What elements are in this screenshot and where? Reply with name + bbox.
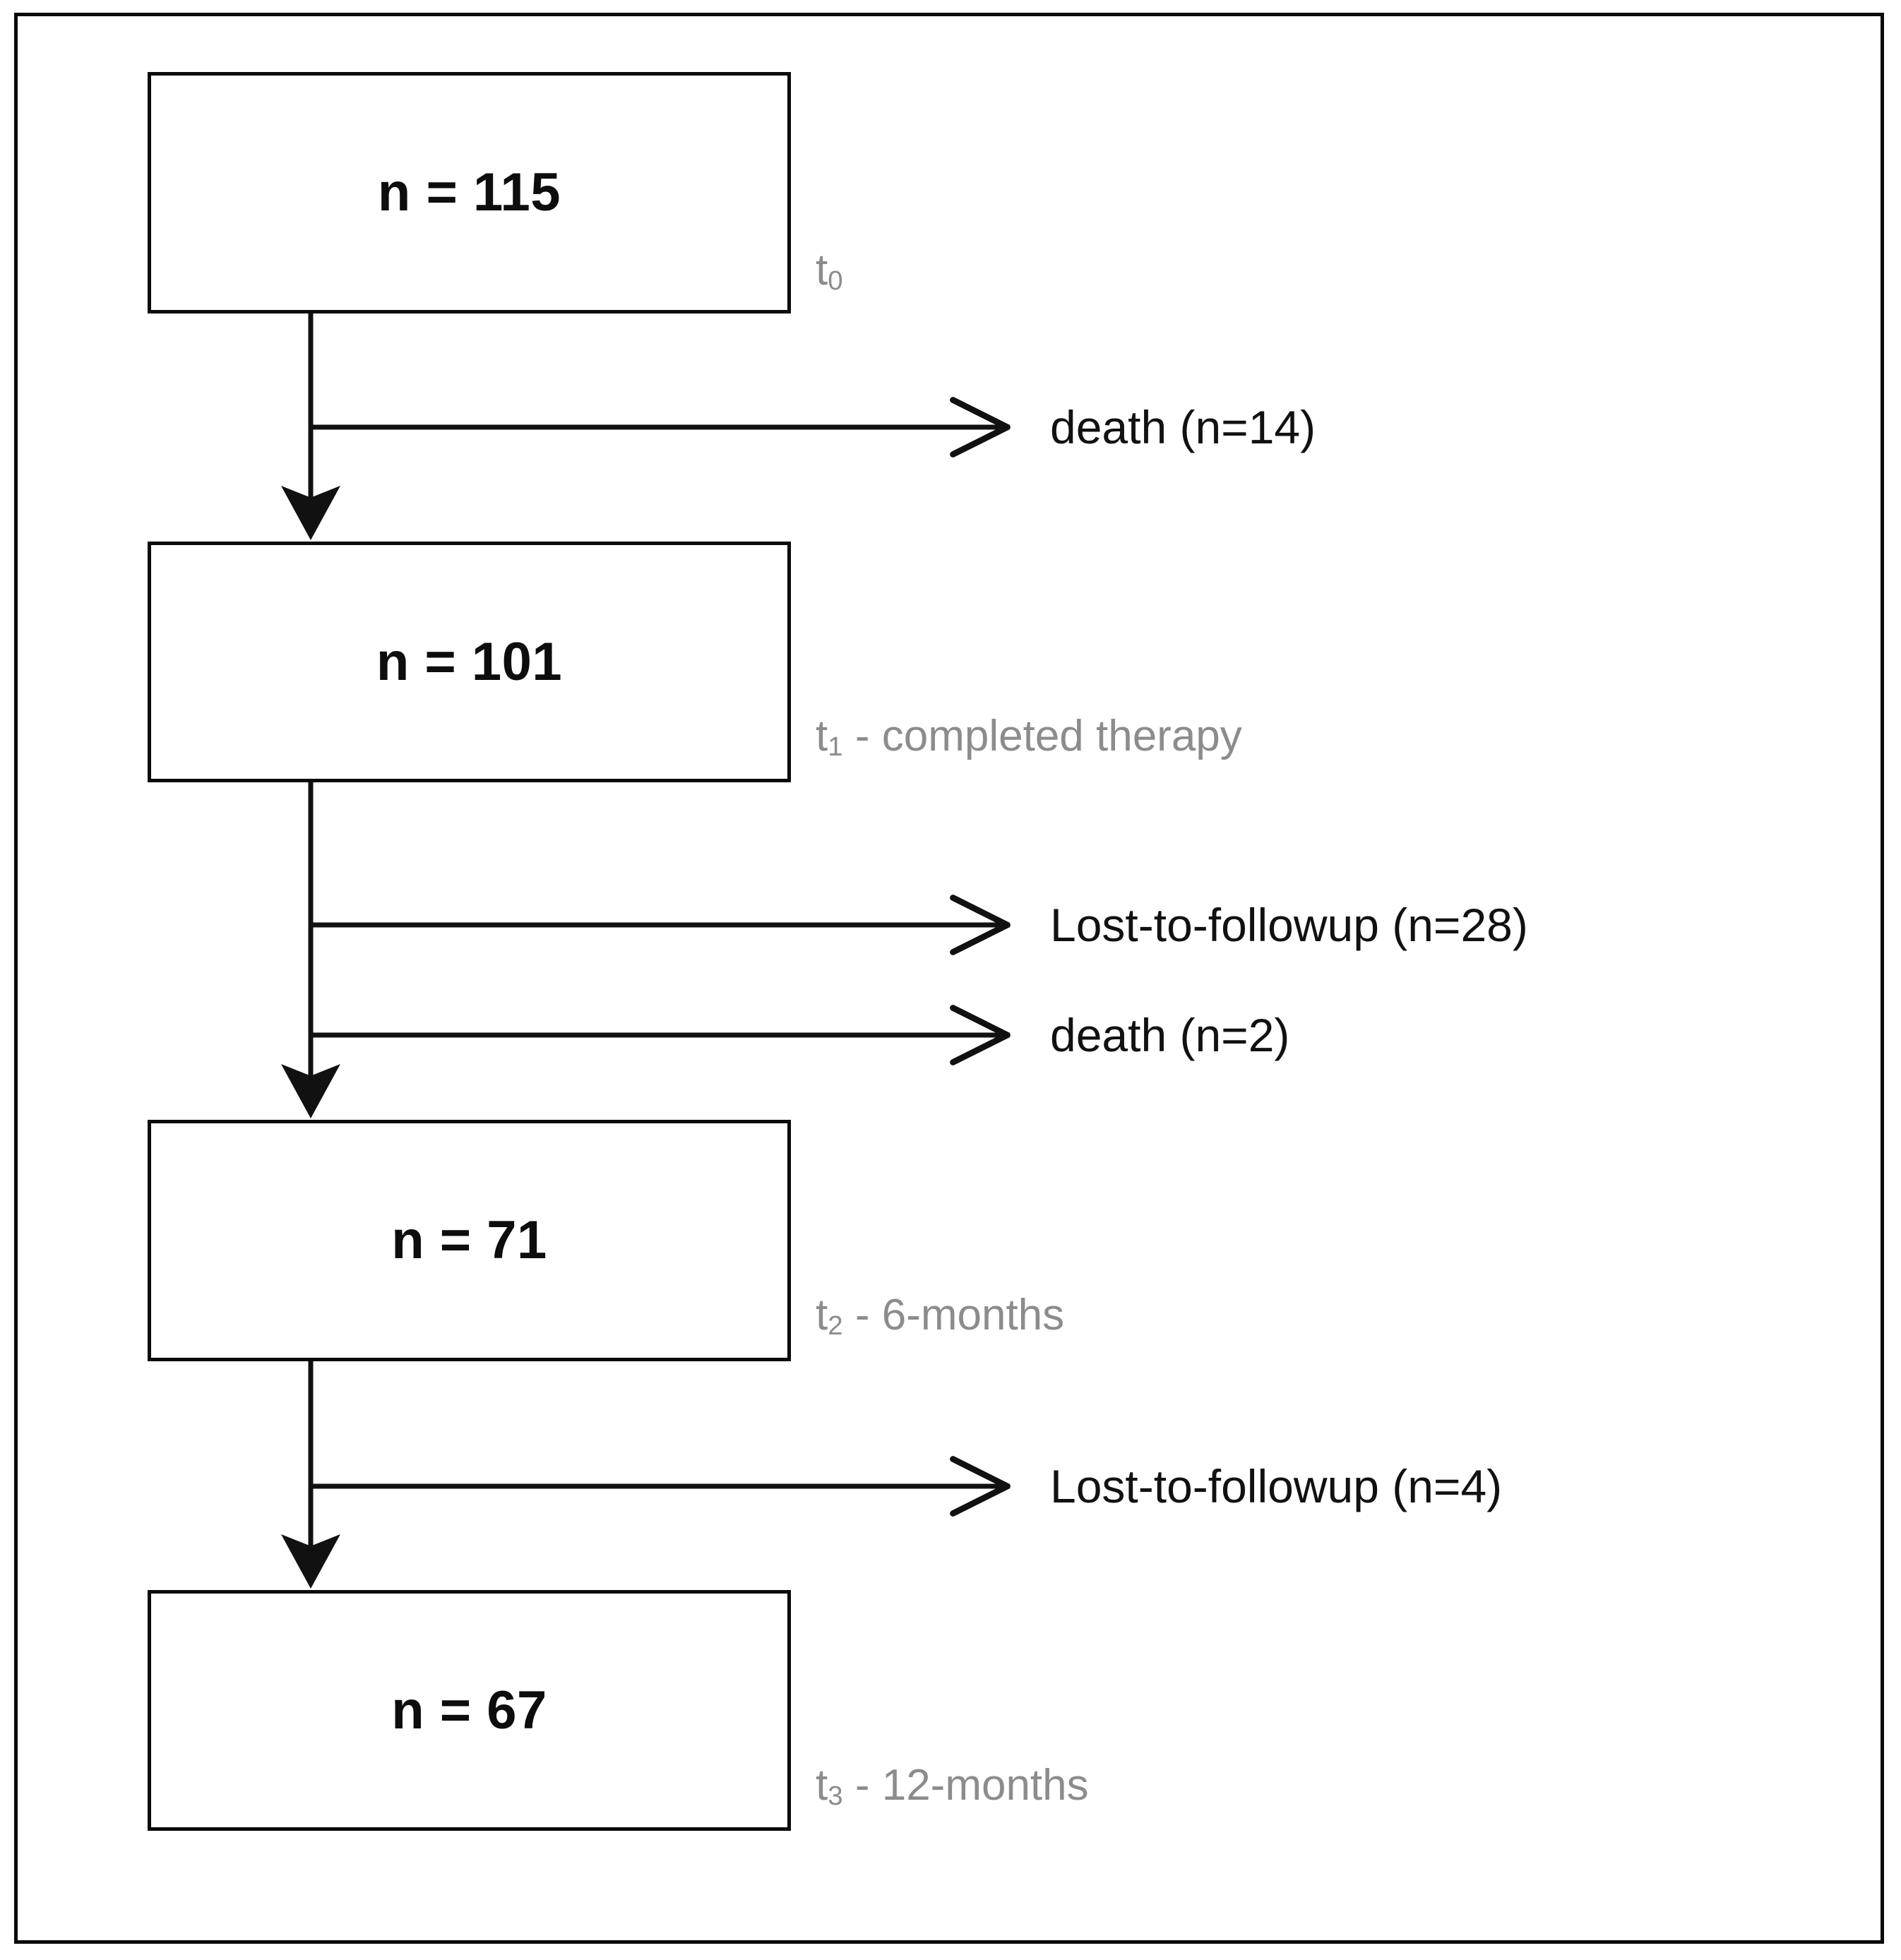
node-label-t3: n = 67 <box>391 1680 547 1740</box>
timepoint-subscript-t1: 1 <box>828 731 843 762</box>
timepoint-letter-t3: t <box>816 1761 828 1810</box>
timepoint-letter-t2: t <box>816 1291 828 1339</box>
branch-label-ltfu-4: Lost-to-followup (n=4) <box>1050 1460 1503 1512</box>
node-box-t0: n = 115 <box>148 72 791 313</box>
timepoint-label-t2: t2 - 6-months <box>816 1291 1065 1339</box>
node-label-t2: n = 71 <box>391 1210 547 1270</box>
timepoint-letter-t0: t <box>816 246 828 294</box>
timepoint-subscript-t3: 3 <box>828 1780 843 1811</box>
timepoint-suffix-t2: - 6-months <box>842 1291 1065 1339</box>
branch-label-death-2: death (n=2) <box>1050 1009 1290 1061</box>
node-box-t3: n = 67 <box>148 1590 791 1831</box>
timepoint-subscript-t2: 2 <box>828 1310 843 1341</box>
timepoint-label-t3: t3 - 12-months <box>816 1761 1089 1810</box>
node-label-t1: n = 101 <box>376 631 563 692</box>
timepoint-suffix-t1: - completed therapy <box>842 712 1242 760</box>
node-box-t2: n = 71 <box>148 1120 791 1361</box>
timepoint-label-t1: t1 - completed therapy <box>816 712 1242 760</box>
branch-label-ltfu-28: Lost-to-followup (n=28) <box>1050 899 1528 951</box>
branch-label-death-14: death (n=14) <box>1050 401 1316 453</box>
timepoint-label-t0: t0 <box>816 246 843 294</box>
node-box-t1: n = 101 <box>148 542 791 782</box>
timepoint-subscript-t0: 0 <box>828 265 843 296</box>
node-label-t0: n = 115 <box>377 162 561 222</box>
timepoint-suffix-t3: - 12-months <box>842 1761 1089 1810</box>
timepoint-letter-t1: t <box>816 712 828 760</box>
